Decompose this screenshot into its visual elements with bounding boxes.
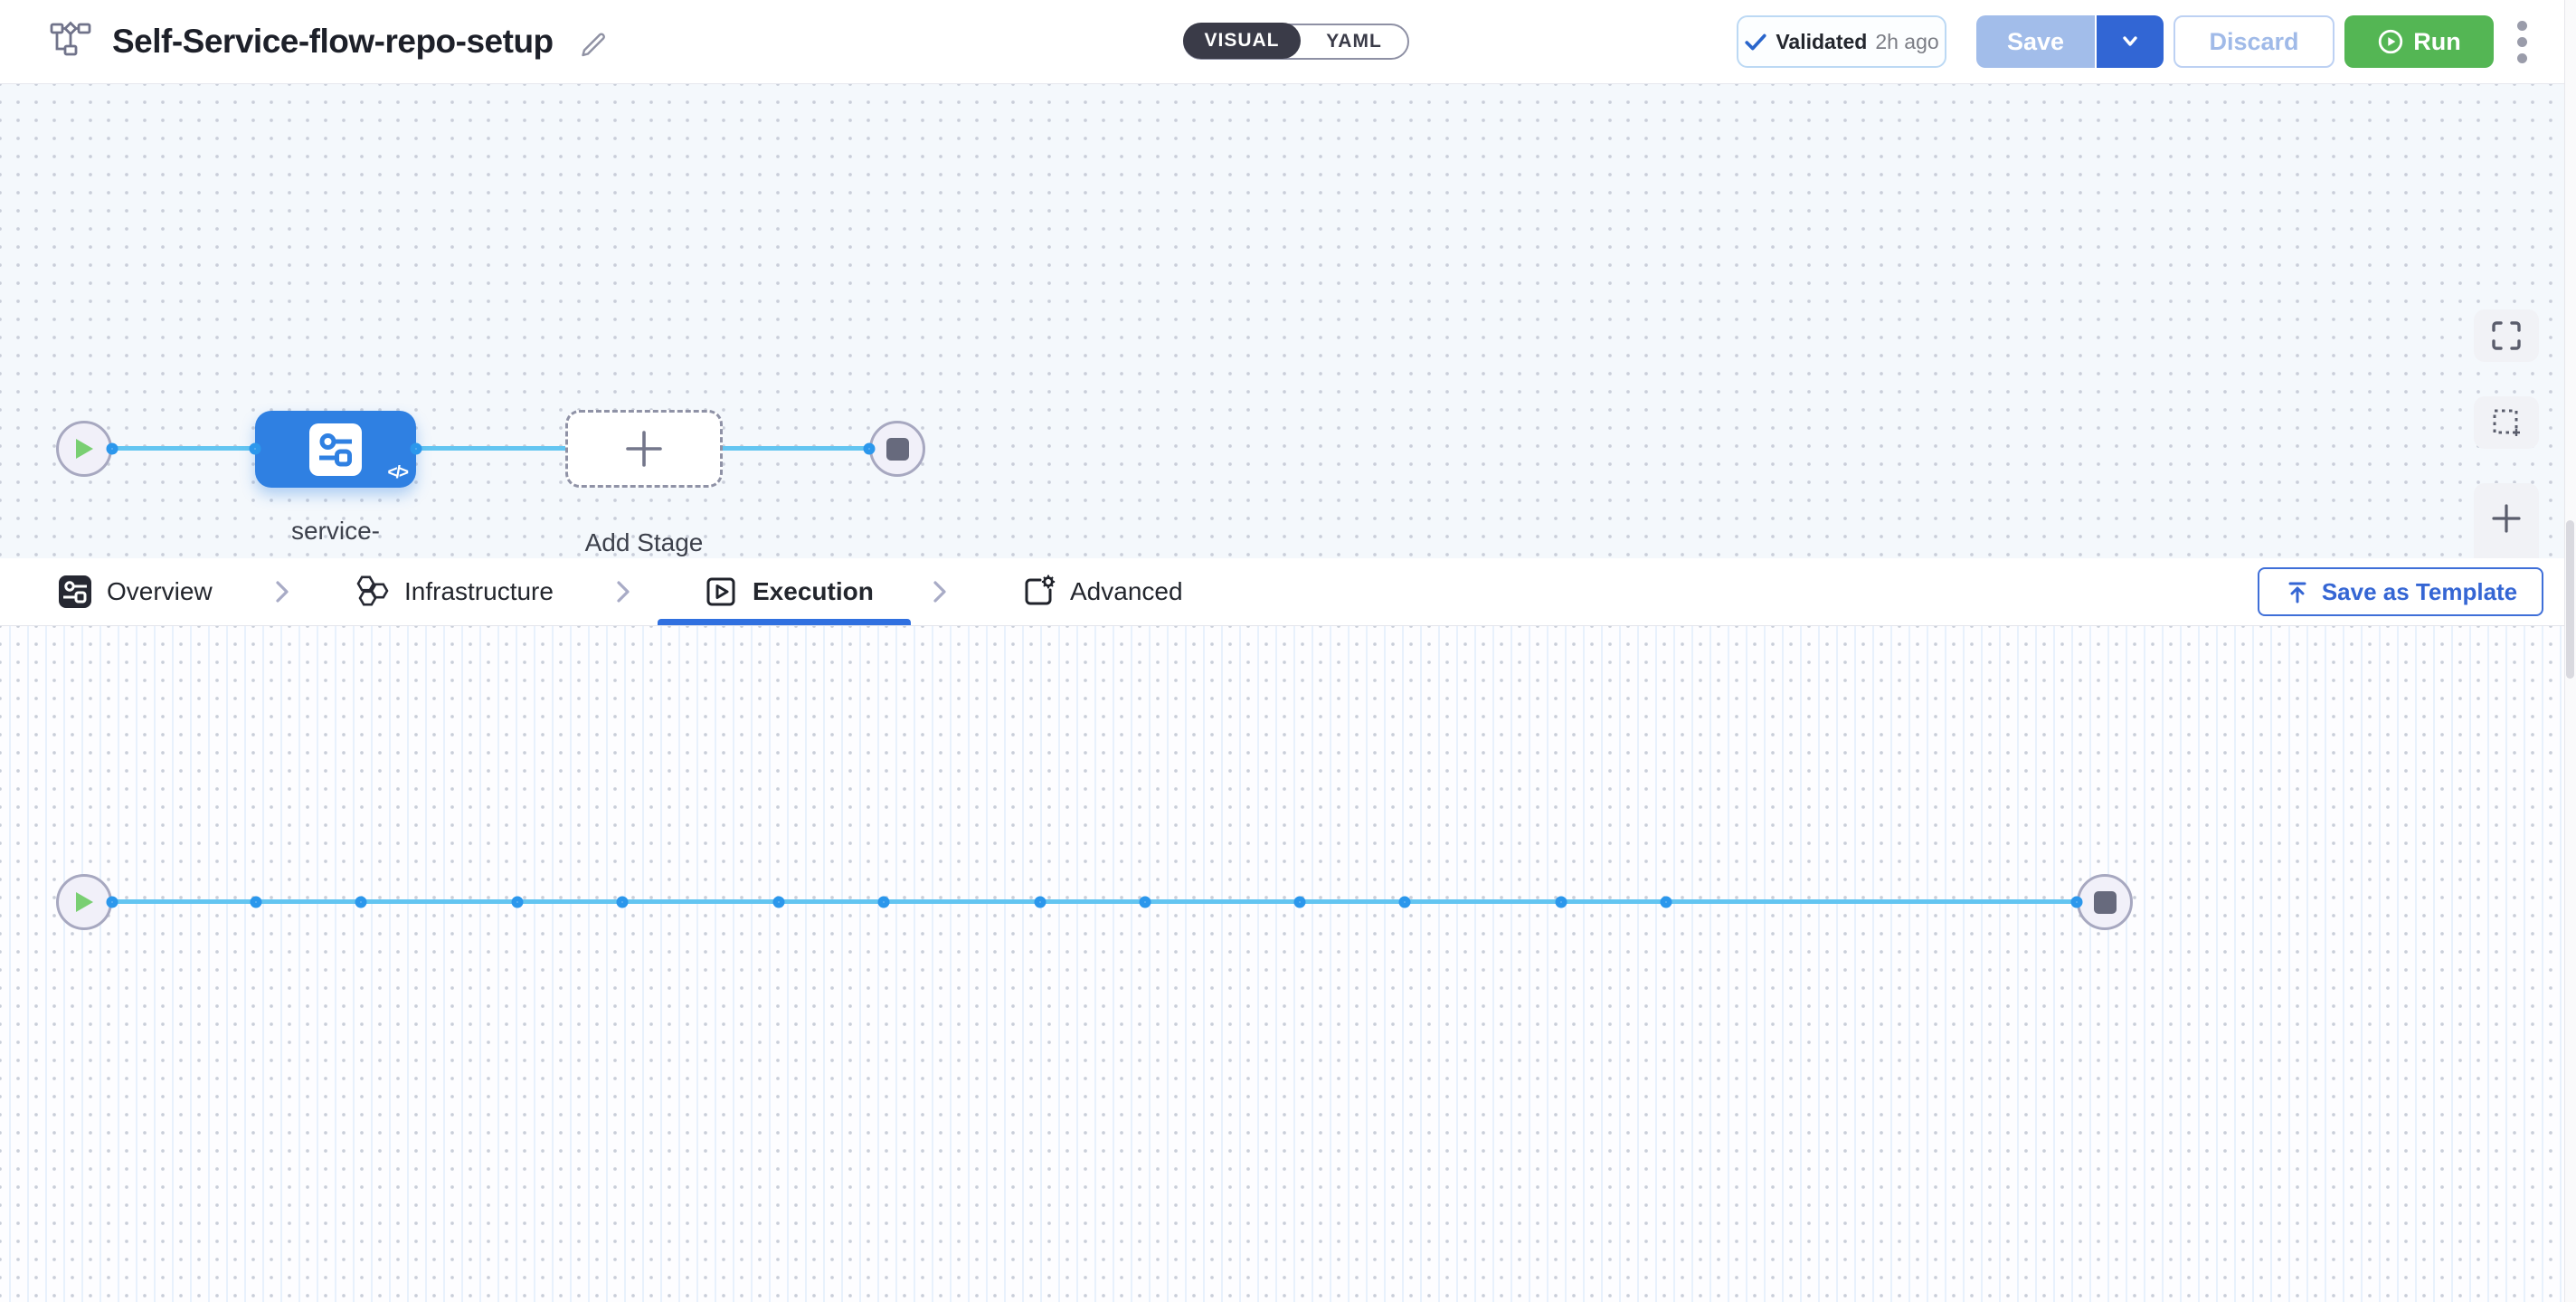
connector-dot[interactable] [1398,896,1411,908]
chevron-right-icon [615,558,631,625]
pencil-icon [581,33,605,57]
tab-advanced-label: Advanced [1070,577,1183,605]
stop-icon [886,437,909,461]
connector-dot[interactable] [616,896,629,908]
save-as-template-button[interactable]: Save as Template [2258,567,2543,616]
play-icon [76,892,93,912]
tab-infrastructure[interactable]: Infrastructure [353,558,554,625]
connector-dot[interactable] [877,896,890,908]
connector-dot[interactable] [511,896,524,908]
stage-type-icon [309,423,362,476]
validated-label: Validated [1776,29,1868,53]
save-dropdown-button[interactable] [2095,15,2164,68]
discard-button[interactable]: Discard [2174,15,2334,68]
upload-icon [2288,582,2306,603]
connector-dot[interactable] [250,896,262,908]
stage-node-service-onboarding[interactable]: </> [255,411,416,488]
validated-time: 2h ago [1875,29,1939,53]
pipeline-end-node[interactable] [869,421,925,477]
execution-icon [706,577,735,606]
validated-badge[interactable]: Validated 2h ago [1737,15,1946,68]
fullscreen-icon [2492,321,2521,350]
step-connector-line [84,899,2105,904]
stage-tabbar: Overview Infrastructure Execution [0,558,2576,626]
connector-dot[interactable] [2070,896,2083,908]
chevron-right-icon [932,558,948,625]
tab-execution[interactable]: Execution [703,558,874,625]
plus-icon [626,431,662,467]
tab-execution-label: Execution [753,577,874,605]
connector-dot[interactable] [355,896,367,908]
connector-dot[interactable] [106,896,118,908]
toggle-visual[interactable]: VISUAL [1183,23,1301,59]
execution-start-node[interactable] [56,874,112,930]
chevron-right-icon [274,558,290,625]
stage-connector-line [84,446,897,451]
connector-dot[interactable] [106,442,118,455]
more-options-icon[interactable] [2502,15,2542,68]
toggle-yaml[interactable]: YAML [1326,31,1382,52]
active-tab-underline [658,619,911,625]
zoom-in-icon[interactable] [2489,501,2524,536]
scrollbar-thumb[interactable] [2566,520,2574,679]
execution-canvas[interactable]: </> </> </> [0,626,2576,1302]
connector-dot[interactable] [1660,896,1672,908]
stage-canvas[interactable]: </> service- onboarding Add Stage [0,84,2576,590]
run-button[interactable]: Run [2344,15,2494,68]
infrastructure-icon [356,575,389,606]
check-icon [1745,33,1766,51]
tab-infrastructure-label: Infrastructure [404,577,554,605]
stop-icon [2093,890,2117,914]
marquee-select-button[interactable] [2474,396,2539,449]
overview-icon [59,575,91,608]
execution-end-node[interactable] [2077,874,2133,930]
save-button[interactable]: Save [1976,15,2095,68]
header-left: Self-Service-flow-repo-setup [49,0,613,83]
page-title: Self-Service-flow-repo-setup [112,23,554,60]
run-label: Run [2413,27,2461,55]
connector-dot[interactable] [772,896,785,908]
pipeline-start-node[interactable] [56,421,112,477]
play-icon [76,439,93,459]
advanced-gear-icon [1025,575,1056,605]
tab-advanced[interactable]: Advanced [1020,558,1183,625]
add-stage-button[interactable] [565,410,723,488]
connector-dot[interactable] [249,442,261,455]
add-stage-label: Add Stage [584,528,704,556]
chevron-down-icon [2123,36,2137,46]
connector-dot[interactable] [1555,896,1567,908]
tab-overview[interactable]: Overview [57,558,213,625]
fit-to-screen-button[interactable] [2474,309,2539,362]
connector-dot[interactable] [1034,896,1046,908]
connector-dot[interactable] [1293,896,1306,908]
pipeline-flow-icon [49,21,92,63]
connector-dot[interactable] [863,442,876,455]
connector-dot[interactable] [1139,896,1151,908]
visual-yaml-toggle[interactable]: VISUAL YAML [1183,23,1409,60]
vertical-scrollbar[interactable] [2564,0,2576,1302]
connector-dot[interactable] [410,442,422,455]
edit-title-button[interactable] [573,22,613,62]
tab-overview-label: Overview [107,577,213,605]
header: Self-Service-flow-repo-setup VISUAL YAML… [0,0,2576,84]
selection-box-icon [2493,409,2520,436]
save-split-button: Save [1976,15,2164,68]
stage-code-badge: </> [387,463,410,482]
save-as-template-label: Save as Template [2321,577,2518,605]
run-play-icon [2379,29,2403,54]
